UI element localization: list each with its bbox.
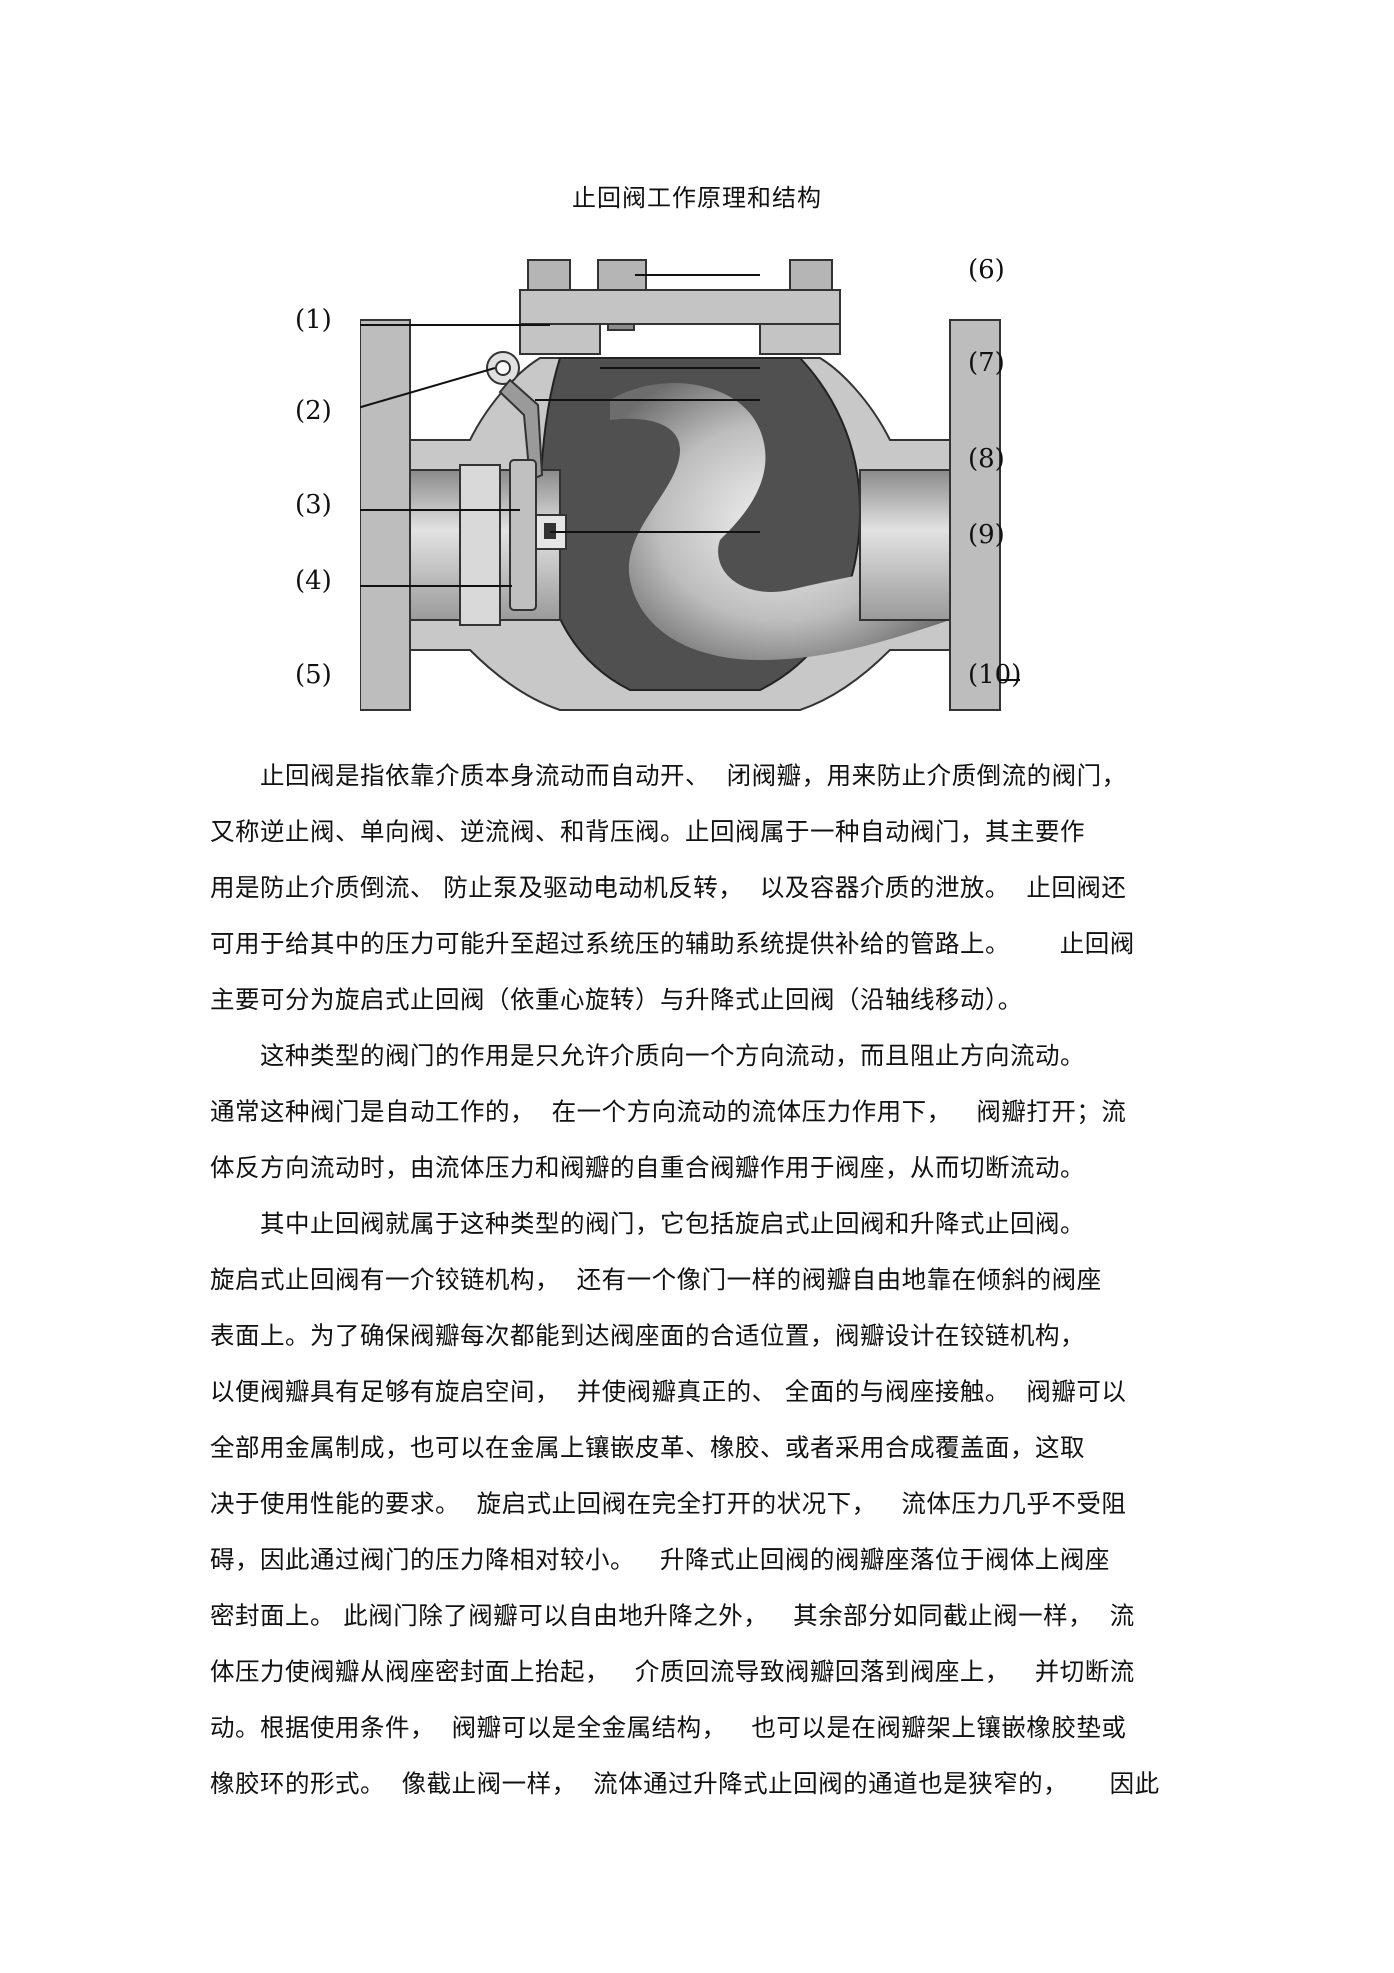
- text-line: 这种类型的阀门的作用是只允许介质向一个方向流动，而且阻止方向流动。: [210, 1041, 1085, 1070]
- bonnet-flange-left: [519, 323, 601, 355]
- text-line: 碍，因此通过阀门的压力降相对较小。 升降式止回阀的阀瓣座落位于阀体上阀座: [210, 1545, 1110, 1574]
- valve-seat-ring: [459, 464, 501, 626]
- callout-label-7: (7): [968, 348, 1005, 378]
- callout-label-1: (1): [295, 305, 332, 335]
- callout-label-2: (2): [295, 396, 332, 426]
- bonnet-flange-right: [759, 323, 841, 355]
- text-line: 又称逆止阀、单向阀、逆流阀、和背压阀。止回阀属于一种自动阀门，其主要作: [210, 817, 1085, 846]
- outlet-flange: [949, 319, 1001, 711]
- callout-label-9: (9): [968, 520, 1005, 550]
- text-line: 以便阀瓣具有足够有旋启空间， 并使阀瓣真正的、 全面的与阀座接触。 阀瓣可以: [210, 1377, 1127, 1406]
- callout-label-4: (4): [295, 566, 332, 596]
- check-valve-diagram: (1) (2) (3) (4) (5) (6) (7) (8) (9) (10): [295, 240, 1040, 730]
- text-line: 体压力使阀瓣从阀座密封面上抬起， 介质回流导致阀瓣回落到阀座上， 并切断流: [210, 1657, 1135, 1686]
- text-line: 表面上。为了确保阀瓣每次都能到达阀座面的合适位置，阀瓣设计在铰链机构，: [210, 1321, 1085, 1350]
- callout-lines: [360, 274, 1020, 681]
- text-line: 密封面上。 此阀门除了阀瓣可以自由地升降之外， 其余部分如同截止阀一样， 流: [210, 1601, 1135, 1630]
- text-line: 橡胶环的形式。 像截止阀一样， 流体通过升降式止回阀的通道也是狭窄的， 因此: [210, 1769, 1160, 1798]
- text-line: 全部用金属制成，也可以在金属上镶嵌皮革、橡胶、或者采用合成覆盖面，这取: [210, 1433, 1085, 1462]
- page-title: 止回阀工作原理和结构: [572, 184, 822, 212]
- text-line: 通常这种阀门是自动工作的， 在一个方向流动的流体压力作用下， 阀瓣打开；流: [210, 1097, 1127, 1126]
- text-line: 决于使用性能的要求。 旋启式止回阀在完全打开的状况下， 流体压力几乎不受阻: [210, 1489, 1127, 1518]
- callout-label-5: (5): [295, 660, 332, 690]
- nut-right: [789, 259, 833, 291]
- callout-label-10: (10): [968, 660, 1022, 690]
- text-line: 体反方向流动时，由流体压力和阀瓣的自重合阀瓣作用于阀座，从而切断流动。: [210, 1153, 1085, 1182]
- callout-label-8: (8): [968, 444, 1005, 474]
- text-line: 可用于给其中的压力可能升至超过系统压的辅助系统提供补给的管路上。 止回阀: [210, 929, 1135, 958]
- text-line: 主要可分为旋启式止回阀（依重心旋转）与升降式止回阀（沿轴线移动）。: [210, 985, 1023, 1014]
- inlet-flange: [360, 319, 411, 711]
- text-line: 旋启式止回阀有一介铰链机构， 还有一个像门一样的阀瓣自由地靠在倾斜的阀座: [210, 1265, 1102, 1294]
- text-line: 止回阀是指依靠介质本身流动而自动开、 闭阀瓣，用来防止介质倒流的阀门，: [210, 761, 1127, 790]
- text-line: 动。根据使用条件， 阀瓣可以是全金属结构， 也可以是在阀瓣架上镶嵌橡胶垫或: [210, 1713, 1127, 1742]
- hinge-pin-center: [495, 360, 511, 376]
- text-line: 其中止回阀就属于这种类型的阀门，它包括旋启式止回阀和升降式止回阀。: [210, 1209, 1085, 1238]
- nut-left: [527, 259, 571, 291]
- callout-label-3: (3): [295, 490, 332, 520]
- valve-disc: [509, 459, 537, 611]
- callout-label-6: (6): [968, 255, 1005, 285]
- valve-cross-section: [360, 259, 1020, 711]
- body-text: 止回阀是指依靠介质本身流动而自动开、 闭阀瓣，用来防止介质倒流的阀门， 又称逆止…: [210, 748, 1190, 1812]
- text-line: 用是防止介质倒流、 防止泵及驱动电动机反转， 以及容器介质的泄放。 止回阀还: [210, 873, 1127, 902]
